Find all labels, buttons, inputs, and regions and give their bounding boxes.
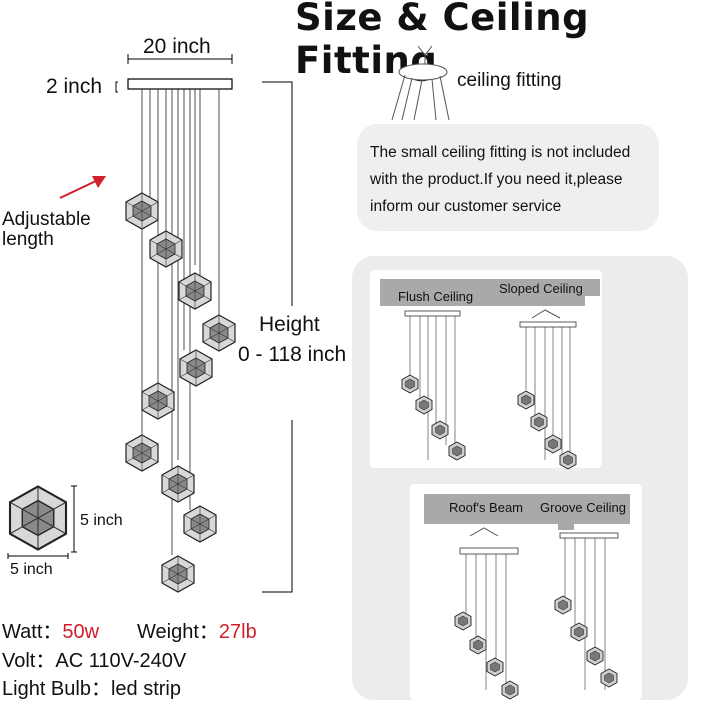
bulb-spec: Light Bulb：led strip bbox=[2, 672, 181, 701]
bulb-value: led strip bbox=[110, 678, 181, 700]
groove-ceiling-label: Groove Ceiling bbox=[540, 500, 626, 515]
sloped-ceiling-label: Sloped Ceiling bbox=[499, 281, 583, 296]
ceiling-fitting-label: ceiling fitting bbox=[457, 70, 562, 91]
watt-label: Watt： bbox=[2, 621, 63, 643]
volt-label: Volt： bbox=[2, 650, 56, 672]
length-label: length bbox=[2, 229, 54, 250]
roofs-beam-label: Roof's Beam bbox=[449, 500, 524, 515]
weight-label: Weight： bbox=[137, 621, 219, 643]
shade-width-label: 5 inch bbox=[10, 561, 53, 578]
flush-ceiling-label: Flush Ceiling bbox=[398, 289, 474, 304]
watt-spec: Watt：50w bbox=[2, 615, 99, 644]
page-title: Size & Ceiling Fitting bbox=[295, 0, 590, 82]
info-note bbox=[357, 124, 659, 231]
weight-value: 27lb bbox=[218, 621, 257, 643]
volt-value: AC 110V-240V bbox=[55, 650, 187, 672]
height-label: Height bbox=[259, 313, 320, 336]
info-note-text: The small ceiling fitting is not include… bbox=[370, 144, 631, 215]
canopy bbox=[127, 78, 233, 90]
weight-spec: Weight：27lb bbox=[137, 615, 257, 644]
width-label: 20 inch bbox=[143, 35, 211, 58]
volt-spec: Volt：AC 110V-240V bbox=[2, 644, 186, 673]
watt-value: 50w bbox=[62, 621, 100, 643]
shade-height-label: 5 inch bbox=[80, 512, 123, 529]
canopy-height-label: 2 inch bbox=[46, 75, 103, 98]
height-range-label: 0 - 118 inch bbox=[238, 343, 347, 366]
adjustable-label: Adjustable bbox=[2, 209, 91, 230]
bulb-label: Light Bulb： bbox=[2, 678, 111, 700]
